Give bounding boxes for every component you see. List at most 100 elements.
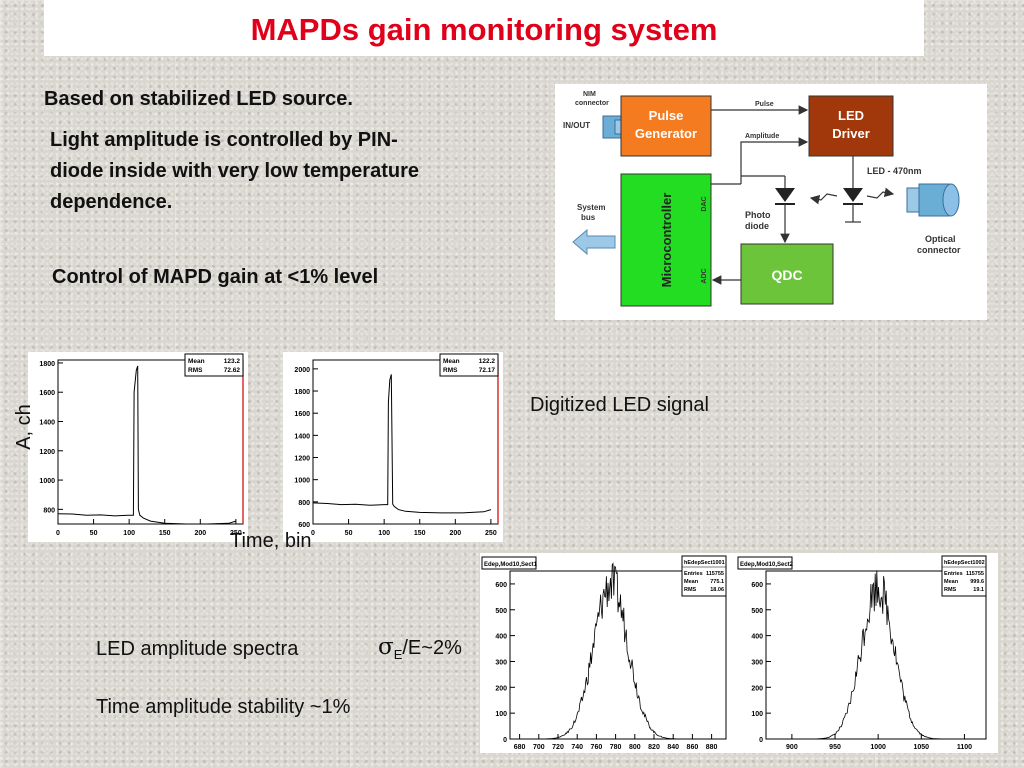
plot-frame [765,570,987,740]
bullet-light-amplitude: Light amplitude is controlled by PIN- di… [50,125,530,218]
bullet-gain-control: Control of MAPD gain at <1% level [52,266,379,288]
y-tick-label: 400 [495,634,507,641]
system-bus-label-2: bus [581,213,596,222]
y-tick-label: 600 [298,522,310,529]
x-tick-label: 0 [56,530,60,537]
y-tick-label: 100 [495,711,507,718]
y-tick-label: 600 [495,582,507,589]
block-diagram: NIM connector IN/OUT Pulse Generator LED… [555,84,987,320]
y-tick-label: 500 [751,608,763,615]
stats-mean-value: 775.1 [710,579,724,585]
y-tick-label: 600 [751,582,763,589]
stats-rms-label: RMS [443,367,458,374]
y-tick-label: 500 [495,608,507,615]
y-tick-label: 1000 [39,478,55,485]
system-bus-label-1: System [577,203,605,212]
light-ray-icon [809,193,838,205]
qdc-label: QDC [771,267,802,283]
stats-rms-value: 19.1 [973,587,984,593]
in-out-label: IN/OUT [563,121,590,130]
x-tick-label: 840 [667,744,679,751]
pulse-gen-label-2: Generator [635,126,697,141]
x-tick-label: 860 [687,744,699,751]
stats-mean-value: 123.2 [224,358,241,365]
spectrum-header-box [737,556,793,570]
x-tick-label: 200 [449,530,461,537]
signal-line-2 [312,374,492,514]
y-tick-label: 800 [298,500,310,507]
x-tick-label: 780 [610,744,622,751]
x-tick-label: 100 [123,530,135,537]
y-tick-label: 300 [495,659,507,666]
stats-rms-value: 72.17 [479,367,496,374]
x-tick-label: 250 [230,530,242,537]
optical-label-2: connector [917,245,961,255]
x-tick-label: 950 [829,744,841,751]
nim-connector-icon [602,115,624,139]
y-axis-label: A, ch [10,392,36,462]
x-tick-label: 900 [786,744,798,751]
x-tick-label: 880 [706,744,718,751]
plot-frame [57,359,244,525]
y-tick-label: 1800 [294,389,310,396]
title-bar: MAPDs gain monitoring system [44,0,924,56]
pulse-gen-label-1: Pulse [649,108,684,123]
stats-mean-label: Mean [684,579,699,585]
y-tick-label: 300 [751,659,763,666]
spectrum-header: Edep,Mod10,Sect1 [484,562,538,568]
photo-diode-label-2: diode [745,221,769,231]
spectrum-histogram-1 [510,562,726,740]
stats-box-title: hEdepSect1001 [684,560,725,566]
x-tick-label: 820 [648,744,660,751]
photo-diode-icon [775,188,795,205]
y-tick-label: 1600 [294,411,310,418]
y-tick-label: 1600 [39,390,55,397]
stats-mean-label: Mean [944,579,959,585]
x-axis-label: Time, bin [230,530,312,552]
stats-mean-label: Mean [188,358,205,365]
stats-entries-value: 115755 [966,571,984,577]
x-tick-label: 1000 [870,744,886,751]
y-tick-label: 2000 [294,367,310,374]
x-tick-label: 250 [485,530,497,537]
y-tick-label: 1800 [39,361,55,368]
spectra-label: LED amplitude spectra [96,638,299,660]
y-axis-label-text: A, ch [13,404,35,450]
stats-box [681,555,727,597]
stats-mean-value: 999.6 [970,579,984,585]
y-tick-label: 0 [759,737,763,744]
optical-connector-icon [906,183,960,217]
x-tick-label: 720 [552,744,564,751]
y-tick-label: 1400 [294,433,310,440]
x-tick-label: 150 [414,530,426,537]
y-tick-label: 400 [751,634,763,641]
stats-entries-label: Entries [944,571,963,577]
stats-entries-value: 115755 [706,571,724,577]
x-tick-label: 200 [194,530,206,537]
sigma-subscript: E [393,647,403,662]
x-tick-label: 50 [90,530,98,537]
led-driver-label-2: Driver [832,126,870,141]
slide-title: MAPDs gain monitoring system [250,12,718,47]
stability-label: Time amplitude stability ~1% [96,696,351,718]
spectrum-header: Edep,Mod10,Sect2 [740,562,794,568]
x-tick-label: 760 [591,744,603,751]
stats-rms-value: 72.62 [224,367,241,374]
qdc-block [740,243,834,305]
y-tick-label: 0 [503,737,507,744]
y-tick-label: 200 [751,685,763,692]
y-tick-label: 800 [43,507,55,514]
y-tick-label: 1200 [39,449,55,456]
spectrum-histogram-2 [766,570,986,740]
sigma-symbol: σ [378,634,394,660]
x-tick-label: 800 [629,744,641,751]
microcontroller-label: Microcontroller [659,193,674,288]
x-tick-label: 1100 [957,744,972,751]
pulse-arrow-label: Pulse [755,101,774,108]
stats-box-title: hEdepSect1002 [944,560,985,566]
stats-mean-label: Mean [443,358,460,365]
photo-diode-label-1: Photo [745,210,771,220]
led-wavelength-label: LED - 470nm [867,166,922,176]
